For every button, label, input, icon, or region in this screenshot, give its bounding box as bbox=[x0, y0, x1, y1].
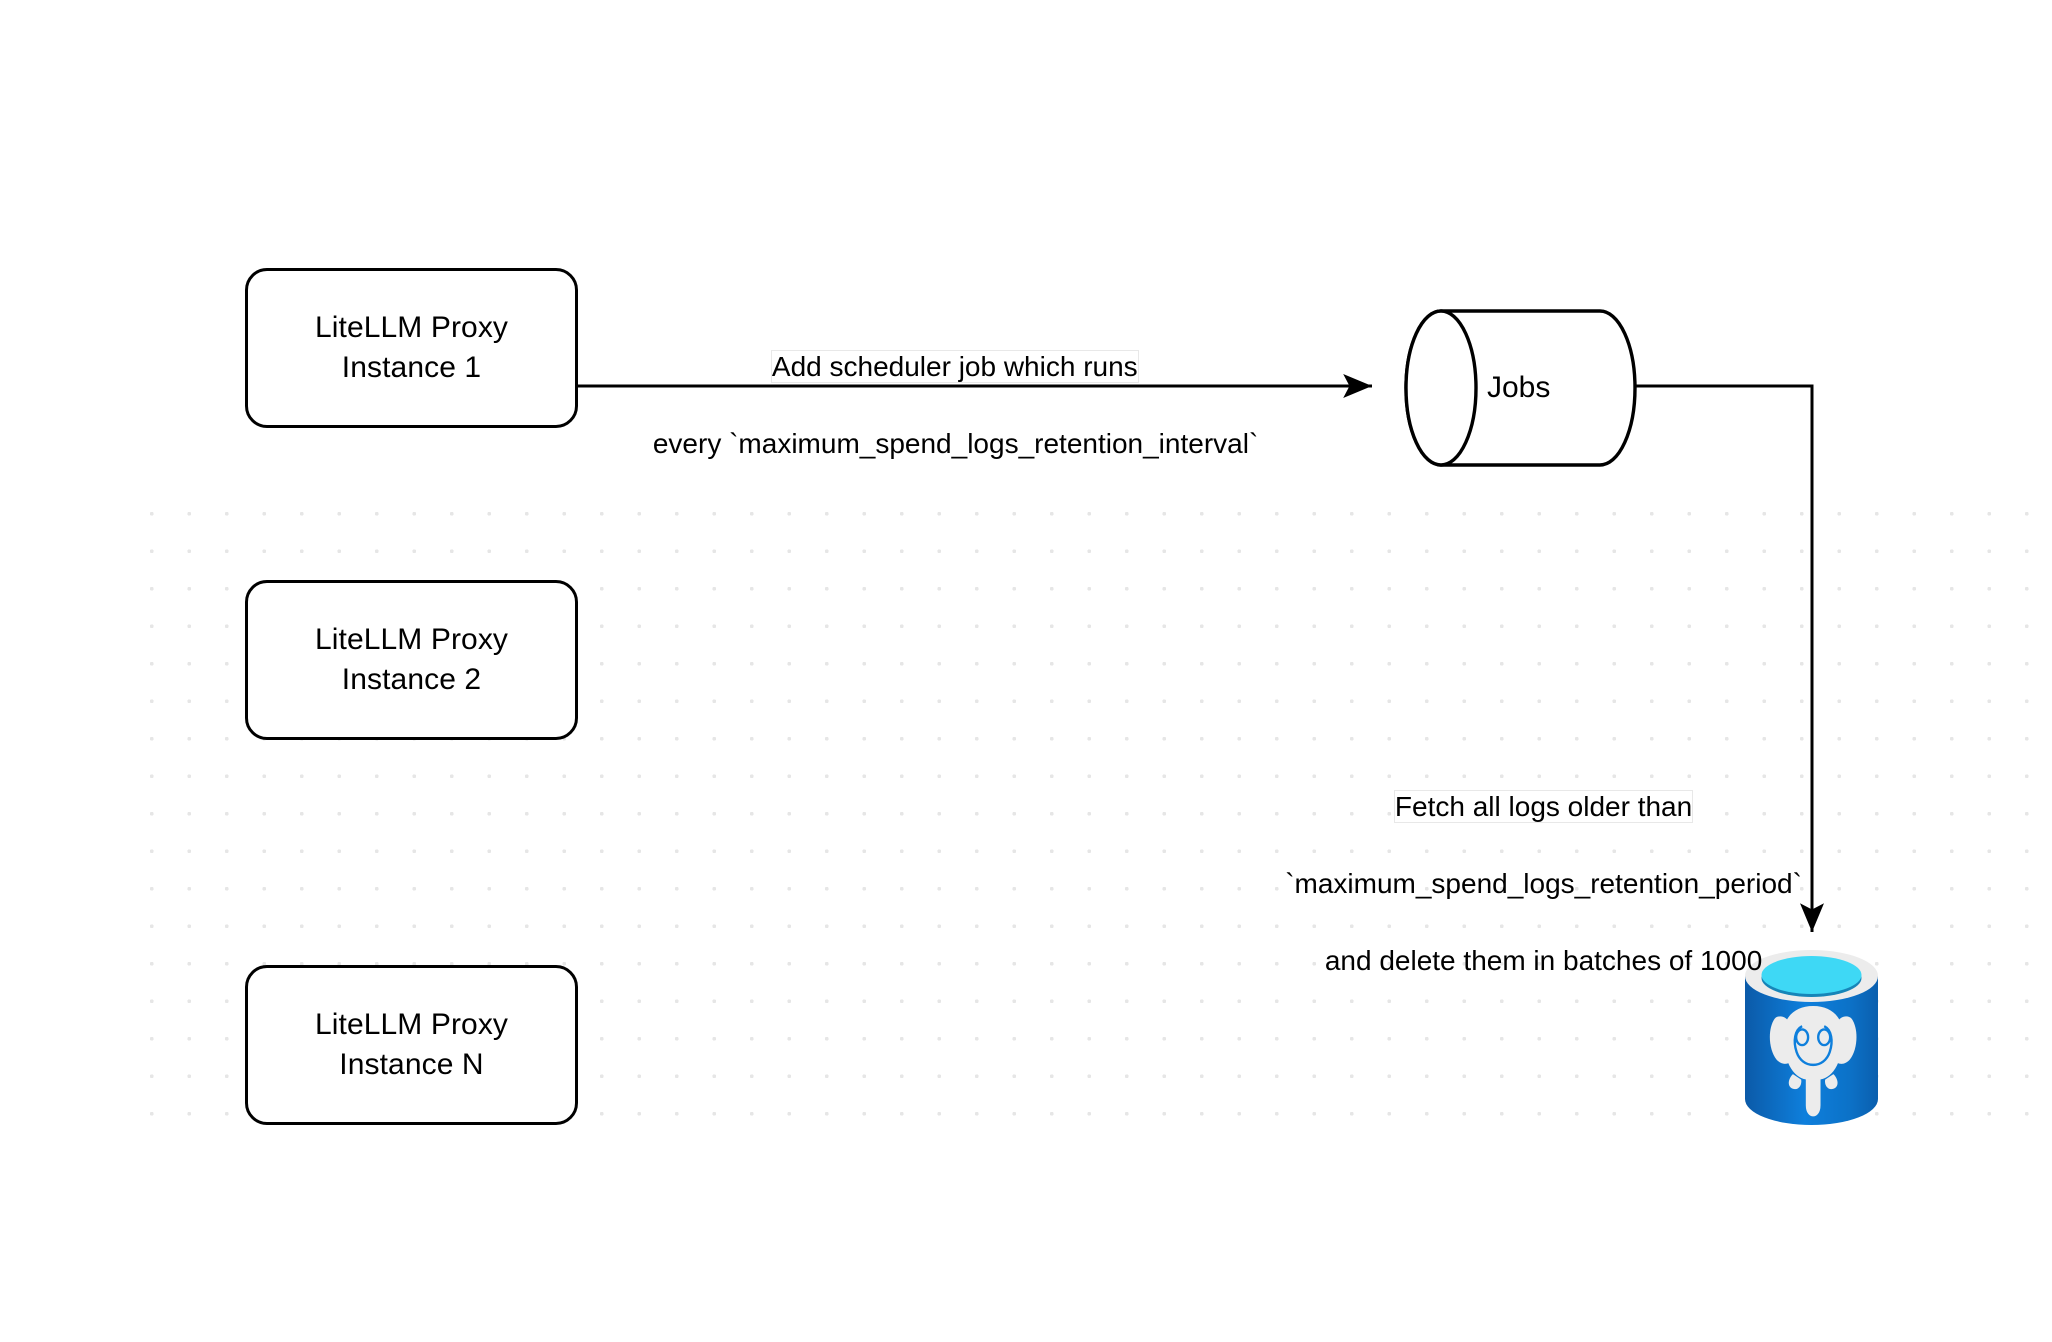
proxy-instance-1-label: LiteLLM Proxy Instance 1 bbox=[314, 311, 509, 384]
proxy-instance-2-label: LiteLLM Proxy Instance 2 bbox=[314, 623, 509, 696]
edge-label-fetch-delete-line1: Fetch all logs older than bbox=[1394, 791, 1693, 823]
node-proxy-instance-2[interactable]: LiteLLM Proxy Instance 2 bbox=[245, 580, 578, 740]
edge-label-scheduler-line1: Add scheduler job which runs bbox=[771, 351, 1138, 383]
jobs-cylinder-label: Jobs bbox=[1487, 371, 1551, 404]
edge-label-scheduler-line2: every `maximum_spend_logs_retention_inte… bbox=[652, 428, 1259, 460]
proxy-instance-n-label: LiteLLM Proxy Instance N bbox=[314, 1008, 509, 1081]
edge-jobs-to-postgres bbox=[1600, 384, 1824, 932]
jobs-cylinder-shape bbox=[1404, 309, 1637, 467]
edge-label-fetch-delete-line2: `maximum_spend_logs_retention_period` bbox=[1285, 868, 1802, 900]
edge-label-fetch-delete: Fetch all logs older than `maximum_spend… bbox=[1250, 750, 1806, 1019]
edge-label-scheduler: Add scheduler job which runs every `maxi… bbox=[600, 310, 1280, 502]
node-proxy-instance-1[interactable]: LiteLLM Proxy Instance 1 bbox=[245, 268, 578, 428]
node-proxy-instance-n[interactable]: LiteLLM Proxy Instance N bbox=[245, 965, 578, 1125]
postgresql-database-icon bbox=[1745, 950, 1878, 1125]
edge-label-fetch-delete-line3: and delete them in batches of 1000 bbox=[1324, 944, 1763, 976]
